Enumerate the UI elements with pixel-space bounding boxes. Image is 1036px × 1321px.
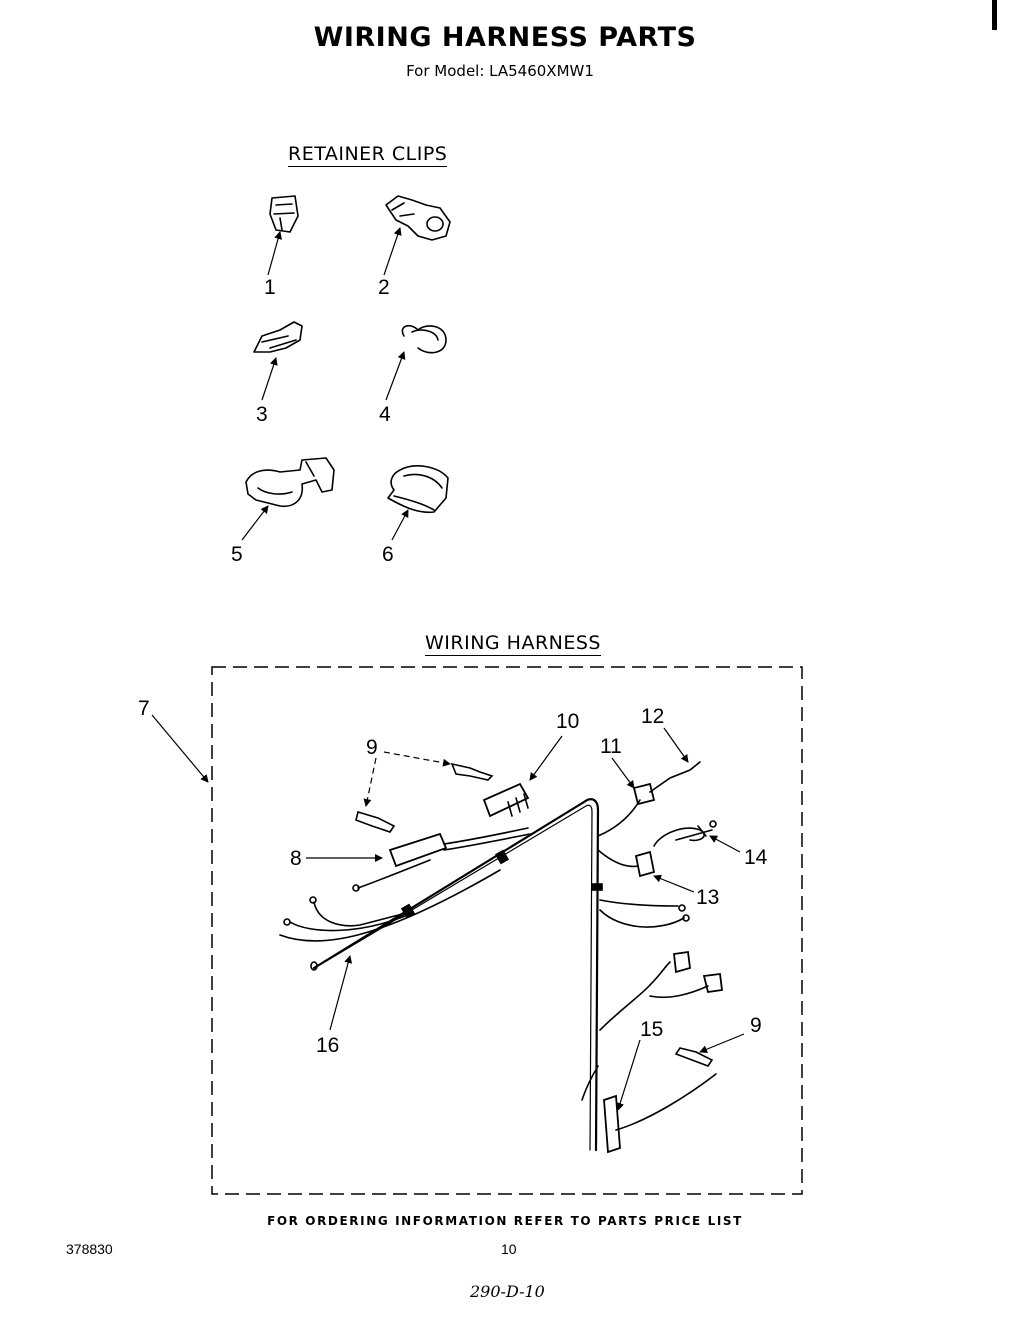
callout-13: 13	[696, 886, 720, 909]
callout-1: 1	[264, 276, 276, 299]
callout-7: 7	[138, 697, 150, 720]
leader-arrow-11	[611, 757, 635, 789]
callout-6: 6	[382, 543, 394, 566]
callout-9-lower: 9	[750, 1014, 762, 1037]
callout-12: 12	[641, 705, 665, 728]
retainer-clip-4-drawing	[401, 324, 447, 354]
callout-5: 5	[231, 543, 243, 566]
leader-arrow-10	[529, 735, 563, 781]
leader-arrow-14	[709, 835, 741, 853]
retainer-clip-2-drawing	[385, 195, 451, 241]
leader-arrow-5	[241, 505, 269, 541]
leader-arrow-15	[616, 1039, 641, 1111]
leader-arrow-9a-upper	[383, 751, 451, 767]
page-title: WIRING HARNESS PARTS	[313, 22, 697, 53]
wiring-harness-boundary	[211, 666, 803, 1195]
wiring-harness-heading: WIRING HARNESS	[425, 632, 601, 656]
callout-8: 8	[290, 847, 302, 870]
leader-arrow-7	[151, 714, 209, 783]
callout-15: 15	[640, 1018, 664, 1041]
callout-11: 11	[600, 735, 622, 758]
model-subtitle: For Model: LA5460XMW1	[406, 62, 594, 80]
document-number: 378830	[66, 1241, 113, 1257]
leader-arrow-3	[261, 357, 278, 401]
callout-2: 2	[378, 276, 390, 299]
retainer-clip-5-drawing	[245, 457, 335, 508]
leader-arrow-1	[267, 231, 282, 276]
wiring-harness-drawing	[279, 761, 724, 1154]
callout-14: 14	[744, 846, 768, 869]
leader-arrow-13	[653, 874, 695, 893]
callout-16: 16	[316, 1034, 340, 1057]
callout-9-upper: 9	[366, 736, 378, 759]
retainer-clip-6-drawing	[387, 465, 449, 514]
retainer-clip-1-drawing	[269, 195, 299, 233]
leader-arrow-12	[663, 727, 689, 763]
corner-mark	[992, 0, 997, 30]
leader-arrow-2	[383, 227, 402, 276]
leader-arrow-16	[329, 955, 353, 1031]
leader-arrow-6	[391, 509, 409, 541]
ordering-info-note: FOR ORDERING INFORMATION REFER TO PARTS …	[267, 1214, 743, 1228]
handwritten-note: 290-D-10	[470, 1282, 545, 1301]
callout-10: 10	[556, 710, 580, 733]
page-number: 10	[501, 1241, 517, 1257]
leader-arrow-4	[385, 351, 406, 401]
leader-arrow-9a-lower	[363, 757, 377, 807]
retainer-clip-3-drawing	[253, 321, 303, 353]
callout-4: 4	[379, 403, 391, 426]
callout-3: 3	[256, 403, 268, 426]
retainer-clips-heading: RETAINER CLIPS	[288, 143, 448, 167]
leader-arrow-9b	[699, 1033, 745, 1054]
